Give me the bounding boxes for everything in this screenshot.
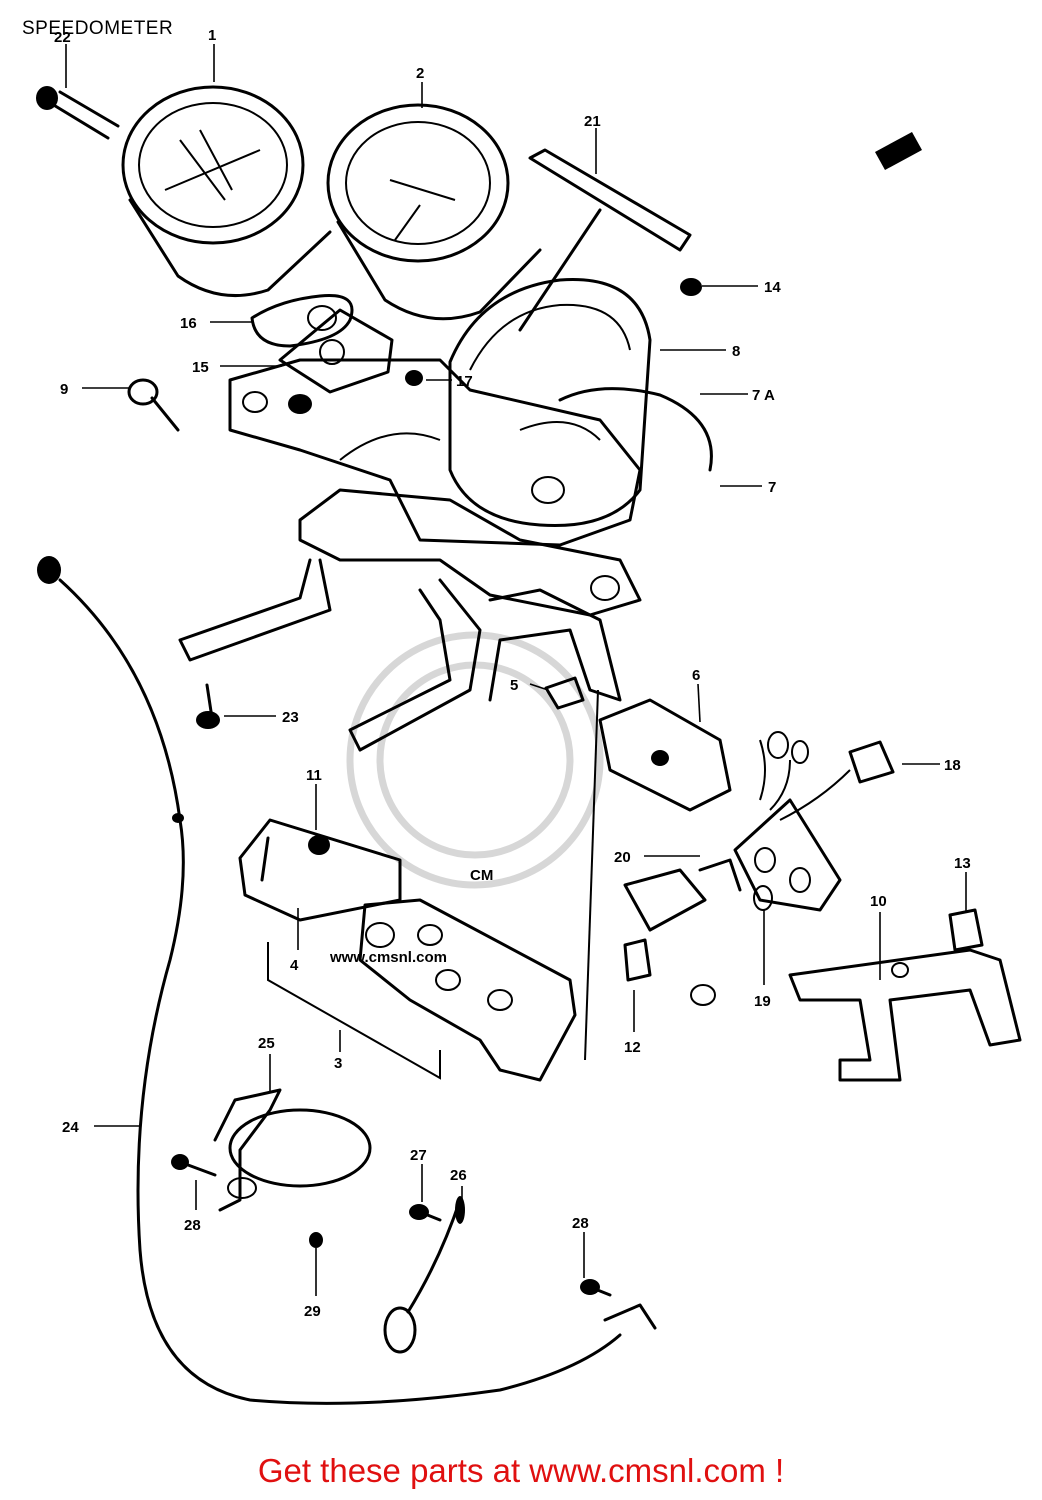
callout-11: 11 xyxy=(306,767,322,784)
part-21-plate xyxy=(518,148,692,332)
callout-17: 17 xyxy=(456,373,473,390)
callout-16: 16 xyxy=(180,315,197,332)
callout-19: 19 xyxy=(754,993,771,1010)
callout-7: 7 xyxy=(768,479,776,496)
callout-15: 15 xyxy=(192,359,209,376)
callout-14: 14 xyxy=(764,279,781,296)
callout-7a: 7 A xyxy=(752,387,775,404)
footer-link[interactable]: Get these parts at www.cmsnl.com ! xyxy=(257,1452,785,1489)
part-2-speedometer xyxy=(326,103,542,321)
callout-23: 23 xyxy=(282,709,299,726)
part-17-grommet xyxy=(405,370,423,386)
callout-27: 27 xyxy=(410,1147,427,1164)
callout-2: 2 xyxy=(416,65,424,82)
part-7a-cover xyxy=(558,387,713,472)
part-16-gasket xyxy=(250,294,354,348)
part-18-wiring xyxy=(733,731,895,912)
part-28b-screw xyxy=(580,1279,612,1297)
callout-1: 1 xyxy=(208,27,216,44)
callout-28: 28 xyxy=(184,1217,201,1234)
part-3-cover xyxy=(358,898,577,1082)
part-6-holder xyxy=(598,698,732,812)
part-19-bulb xyxy=(753,885,773,911)
callout-12: 12 xyxy=(624,1039,641,1056)
part-8-case xyxy=(448,278,652,528)
callout-26: 26 xyxy=(450,1167,467,1184)
part-20-socket xyxy=(623,858,742,1006)
part-10-bracket xyxy=(788,948,1022,1082)
callout-10: 10 xyxy=(870,893,887,910)
part-5-nut xyxy=(544,676,585,710)
callout-18: 18 xyxy=(944,757,961,774)
callout-28b: 28 xyxy=(572,1215,589,1232)
callout-8: 8 xyxy=(732,343,740,360)
callout-6: 6 xyxy=(692,667,700,684)
diagram-title: SPEEDOMETER xyxy=(22,18,174,39)
callout-25: 25 xyxy=(258,1035,275,1052)
part-3-guide-line xyxy=(584,689,599,1061)
part-26-ground-wire xyxy=(383,1196,465,1354)
part-4-lower-case xyxy=(238,818,402,922)
callout-5: 5 xyxy=(510,677,518,694)
part-23-bolt xyxy=(196,683,220,729)
part-13-clamp xyxy=(948,908,984,952)
svg-text:CM: CM xyxy=(470,867,493,884)
callout-labels: 22 1 2 21 14 16 8 15 17 9 7 A 7 6 5 23 1… xyxy=(54,27,971,1320)
part-3-bracket-line xyxy=(267,942,441,1080)
callout-20: 20 xyxy=(614,849,631,866)
part-1-tachometer xyxy=(121,85,332,297)
part-25-clamp xyxy=(213,1088,372,1212)
svg-text:www.cmsnl.com: www.cmsnl.com xyxy=(329,949,447,966)
part-29-nut xyxy=(309,1232,323,1248)
part-27-screw xyxy=(409,1204,442,1222)
leader-lines xyxy=(65,44,967,1296)
part-22-bulb xyxy=(36,86,120,140)
callout-13: 13 xyxy=(954,855,971,872)
callout-9: 9 xyxy=(60,381,68,398)
part-15-socket xyxy=(278,308,394,414)
callout-29: 29 xyxy=(304,1303,321,1320)
callout-22: 22 xyxy=(54,29,71,46)
callout-4: 4 xyxy=(290,957,299,974)
callout-21: 21 xyxy=(584,113,601,130)
part-28-screw-head xyxy=(171,1154,189,1170)
detail-mark xyxy=(875,132,922,170)
callout-24: 24 xyxy=(62,1119,79,1136)
parts-diagram: CM www.cmsnl.com xyxy=(36,27,1022,1405)
callout-3: 3 xyxy=(334,1055,342,1072)
part-12-clamp xyxy=(623,938,652,982)
mounting-bracket xyxy=(178,558,622,752)
part-9-screw xyxy=(127,378,180,432)
part-24-cable xyxy=(37,556,657,1405)
part-14-nut xyxy=(680,278,702,296)
part-7-housing xyxy=(228,358,642,617)
